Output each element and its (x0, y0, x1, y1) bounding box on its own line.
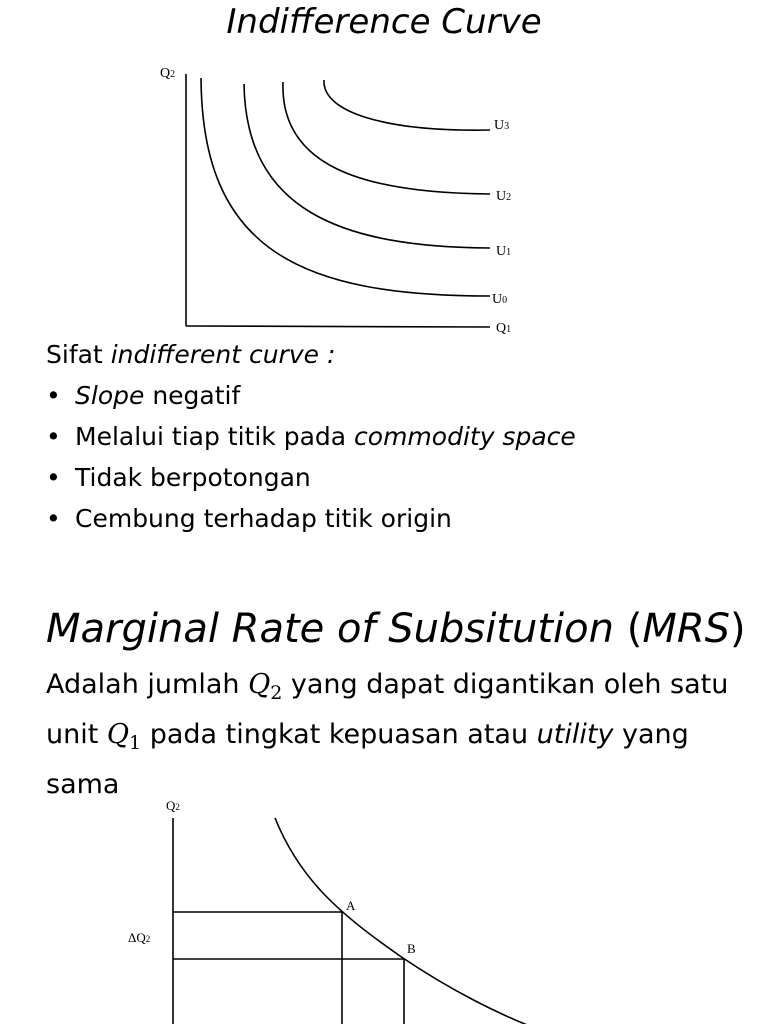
x-axis-line (185, 325, 491, 328)
curve-u1-label: U1 (496, 244, 511, 259)
list-item: •Melalui tiap titik pada commodity space (46, 422, 576, 451)
curve-u2 (282, 81, 491, 195)
mrs-definition: Adalah jumlah Q2 yang dapat digantikan o… (46, 669, 729, 800)
indifference-curve-diagram: Q2 Q1 U0 U1 U2 U3 (160, 66, 511, 336)
y-axis-label: Q2 (166, 798, 180, 813)
curve-u2-label: U2 (496, 189, 511, 204)
list-item: •Cembung terhadap titik origin (46, 504, 452, 533)
mrs-title: Marginal Rate of Subsitution (MRS) (46, 606, 746, 652)
curve-u3 (323, 79, 491, 131)
point-b-label: B (407, 941, 416, 956)
indifference-curve (274, 817, 527, 1024)
x-axis-label: Q1 (496, 321, 511, 336)
delta-q2-label: ΔQ2 (128, 930, 150, 945)
curve-u0-label: U0 (492, 292, 507, 307)
curve-u3-label: U3 (494, 118, 509, 133)
properties-heading: Sifat indifferent curve : (46, 340, 336, 369)
point-a-label: A (346, 898, 356, 913)
y-axis-label: Q2 (160, 66, 175, 81)
page-title: Indifference Curve (226, 2, 542, 42)
curve-u1 (243, 83, 491, 249)
list-item: •Tidak berpotongan (46, 463, 311, 492)
properties-list: •Slope negatif •Melalui tiap titik pada … (46, 375, 576, 539)
list-item: •Slope negatif (46, 381, 241, 410)
curve-u0 (200, 77, 491, 297)
properties-section: Sifat indifferent curve : •Slope negatif… (46, 334, 576, 539)
mrs-diagram: Q2 ΔQ2 A B (128, 798, 527, 1024)
